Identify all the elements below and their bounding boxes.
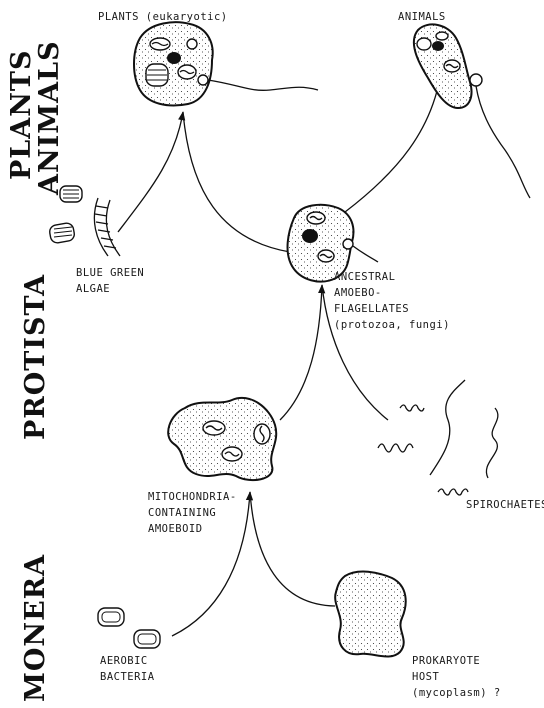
kingdom-animals: ANIMALS <box>34 40 65 196</box>
kingdom-monera: MONERA <box>20 554 51 702</box>
label-algae-line1: BLUE GREEN <box>76 267 144 279</box>
arrow-host-to-amoeboid <box>250 492 335 606</box>
label-algae-line2: ALGAE <box>76 283 110 295</box>
label-bacteria-line1: AEROBIC <box>100 655 148 667</box>
arrow-ancestral-to-animals <box>345 78 440 212</box>
prokaryote-host <box>335 572 406 657</box>
aerobic-bacteria <box>98 608 160 648</box>
kingdom-plants: PLANTS <box>6 49 37 180</box>
arrow-amoeboid-to-ancestral <box>280 285 322 420</box>
label-ancestral-line3: FLAGELLATES <box>334 303 409 315</box>
animal-cell <box>414 24 530 198</box>
label-host-line1: PROKARYOTE <box>412 655 480 667</box>
label-ancestral-line1: ANCESTRAL <box>334 271 395 283</box>
plant-cell <box>134 22 318 105</box>
label-host-line2: HOST <box>412 671 439 683</box>
label-plants-eukaryotic: PLANTS (eukaryotic) <box>98 11 228 23</box>
label-amoeboid-line1: MITOCHONDRIA- <box>148 491 237 503</box>
label-animals: ANIMALS <box>398 11 446 23</box>
label-host-line3: (mycoplasm) ? <box>412 687 501 699</box>
label-ancestral-line2: AMOEBO- <box>334 287 382 299</box>
spirochaetes <box>378 380 498 495</box>
kingdom-protista: PROTISTA <box>20 274 51 440</box>
label-amoeboid-line2: CONTAINING <box>148 507 216 519</box>
arrow-algae-to-plants <box>118 112 183 232</box>
label-spirochaetes: SPIROCHAETES <box>466 499 544 511</box>
arrow-ancestral-to-plants <box>183 112 290 252</box>
amoeboid-cell <box>168 398 276 480</box>
label-bacteria-line2: BACTERIA <box>100 671 155 683</box>
label-amoeboid-line3: AMOEBOID <box>148 523 203 535</box>
label-ancestral-line4: (protozoa, fungi) <box>334 319 450 331</box>
blue-green-algae <box>49 186 120 256</box>
